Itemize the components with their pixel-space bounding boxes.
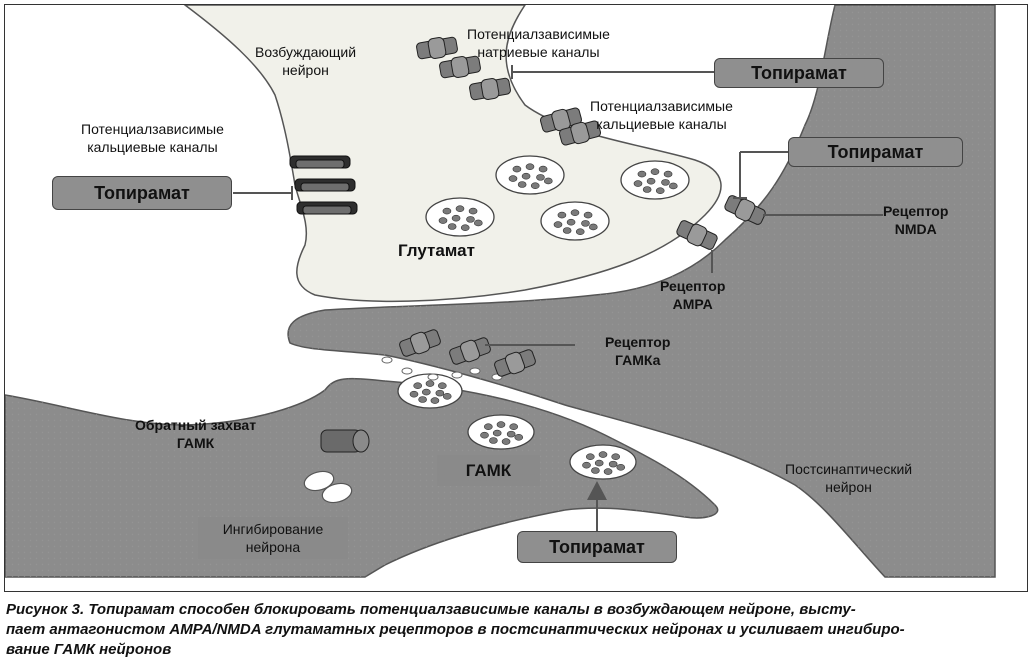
ion-channel	[469, 77, 511, 101]
gaba-plate: ГАМК	[437, 455, 540, 486]
ion-channel	[494, 349, 536, 377]
drug-box-gaba: Топирамат	[517, 531, 677, 563]
gaba-vesicle	[569, 444, 637, 480]
calcium-channel-stack	[294, 178, 356, 192]
diagram-artwork	[5, 5, 996, 578]
reuptake-vesicles	[303, 470, 353, 504]
glutamate-vesicle	[540, 201, 610, 241]
ion-channel	[449, 337, 491, 365]
glutamate-vesicles	[425, 155, 690, 241]
caption-line: Рисунок 3. Топирамат способен блокироват…	[6, 601, 856, 618]
caption-line: вание ГАМК нейронов	[6, 641, 172, 658]
ion-channel	[724, 195, 766, 225]
ion-channel	[416, 36, 458, 60]
ion-channels	[289, 36, 766, 453]
gaba-vesicle	[467, 414, 535, 450]
calcium-channel-stack	[289, 155, 351, 169]
ion-channel	[399, 329, 441, 357]
ion-channel	[439, 55, 481, 79]
drug-box-ca-channels: Топирамат	[52, 176, 232, 210]
gaba-transporter	[320, 429, 370, 453]
gaba-vesicle	[397, 373, 463, 409]
glutamate-vesicle	[620, 160, 690, 200]
drug-box-na-channels: Топирамат	[714, 58, 884, 88]
arrow-up-icon	[587, 481, 607, 500]
calcium-channel-stack	[296, 201, 358, 215]
gaba-vesicles	[397, 373, 637, 480]
ion-channel	[676, 220, 718, 250]
ion-channel	[559, 120, 601, 146]
glutamate-vesicle	[425, 197, 495, 237]
glutamate-vesicle	[495, 155, 565, 195]
label-gaba: ГАМК	[465, 460, 512, 480]
figure-caption: Рисунок 3. Топирамат способен блокироват…	[6, 600, 1028, 660]
connector-lines	[233, 65, 883, 533]
caption-line: пает антагонистом AMPA/NMDA глутаматных …	[6, 621, 905, 638]
drug-box-nmda: Топирамат	[788, 137, 963, 167]
label-glutamate: Глутамат	[398, 241, 475, 260]
